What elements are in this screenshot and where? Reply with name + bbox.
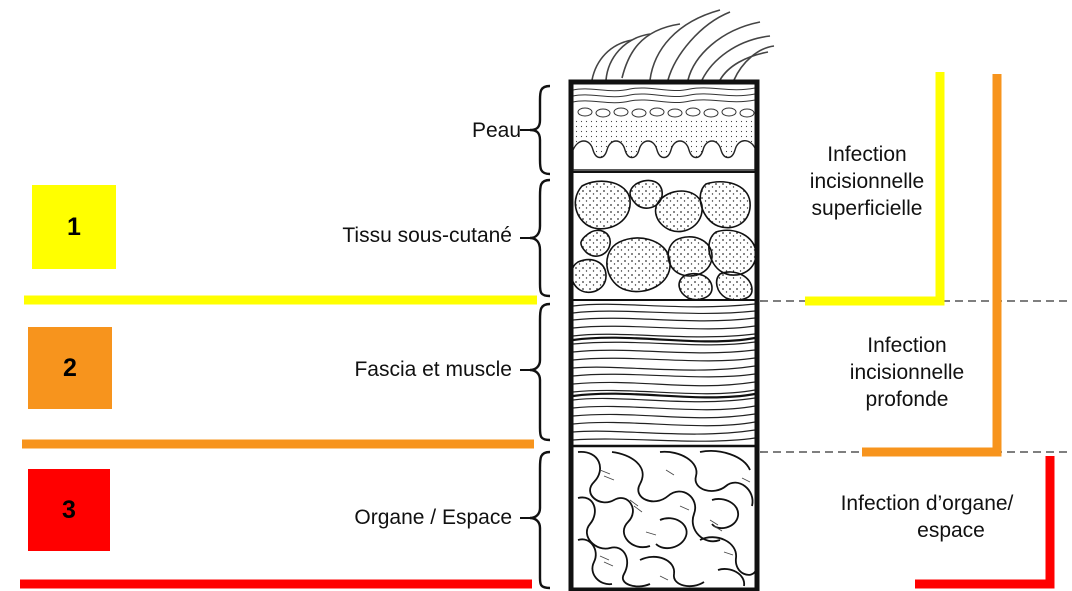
superficial-l-bracket [805,72,940,301]
hair-strands [592,10,774,80]
organ-folds [578,451,756,586]
layer-brackets [530,86,550,588]
organ-shading [600,470,750,580]
label-ticks [520,130,530,518]
organ-space-l-bracket [915,456,1050,584]
deep-l-bracket [862,74,997,452]
muscle-fibers [573,304,755,441]
